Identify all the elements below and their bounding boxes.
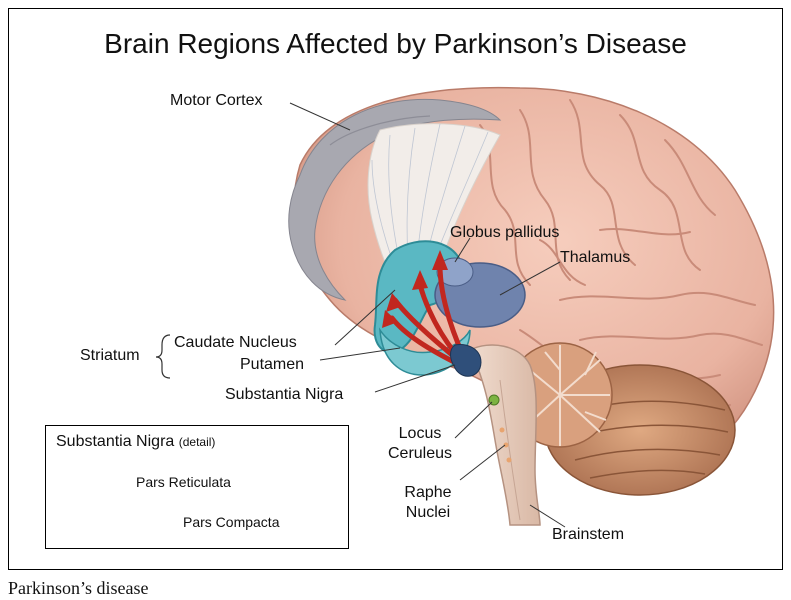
label-locus-ceruleus-line1: Locus (380, 424, 460, 444)
inset-title-note: (detail) (179, 435, 216, 449)
label-motor-cortex: Motor Cortex (170, 92, 262, 110)
label-striatum: Striatum (80, 347, 140, 365)
label-substantia-nigra: Substantia Nigra (225, 386, 343, 404)
brainstem-structure (470, 345, 540, 525)
label-locus-ceruleus-line2: Ceruleus (380, 444, 460, 464)
label-pars-reticulata: Pars Reticulata (136, 474, 231, 490)
label-raphe-nuclei-line2: Nuclei (393, 503, 463, 523)
label-globus-pallidus: Globus pallidus (450, 224, 559, 242)
label-locus-ceruleus: Locus Ceruleus (380, 424, 460, 464)
inset-title: Substantia Nigra (detail) (56, 433, 215, 451)
label-caudate-nucleus: Caudate Nucleus (174, 334, 297, 352)
inset-substantia-nigra-detail: Substantia Nigra (detail) Pars Reticulat… (45, 425, 349, 549)
label-brainstem: Brainstem (552, 526, 624, 544)
label-raphe-nuclei: Raphe Nuclei (393, 483, 463, 523)
label-putamen: Putamen (240, 356, 304, 374)
striatum-brace (156, 335, 170, 378)
inset-title-text: Substantia Nigra (56, 433, 174, 450)
label-thalamus: Thalamus (560, 249, 630, 267)
label-pars-compacta: Pars Compacta (183, 514, 279, 530)
label-raphe-nuclei-line1: Raphe (393, 483, 463, 503)
image-caption: Parkinson’s disease (8, 578, 148, 599)
